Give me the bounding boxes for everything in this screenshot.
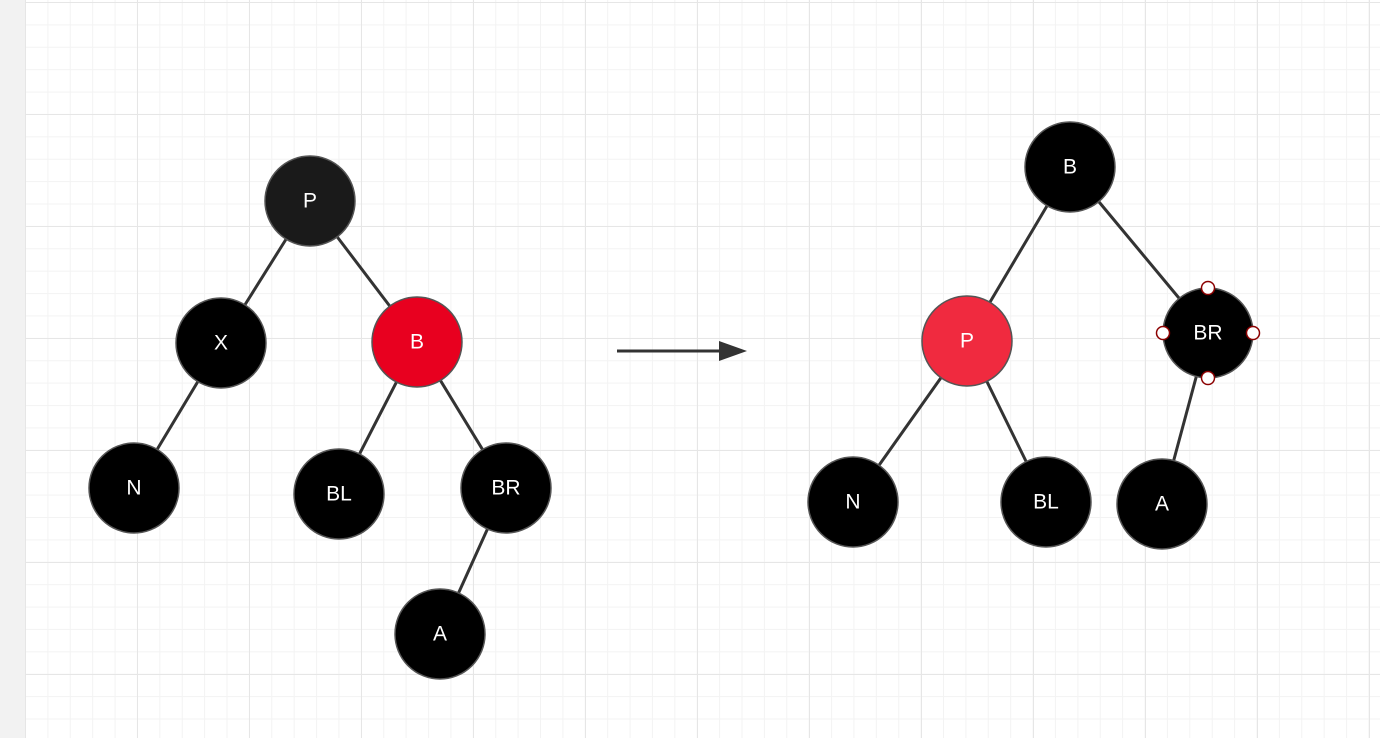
before-node-a[interactable]: A: [394, 588, 486, 680]
before-node-n[interactable]: N: [88, 442, 180, 534]
before-node-br-label: BR: [491, 477, 520, 500]
before-node-a-label: A: [433, 623, 447, 646]
diagram-canvas[interactable]: P X B N BL BR A B P BR N BL A: [25, 0, 1380, 738]
before-node-x-circle: [175, 297, 267, 389]
after-node-n-circle: [807, 456, 899, 548]
before-edge-br-a[interactable]: [457, 528, 489, 594]
after-node-p-circle: [921, 295, 1013, 387]
selection-handle-left[interactable]: [1155, 325, 1171, 341]
after-edge-br-a[interactable]: [1172, 376, 1198, 461]
after-node-b-label: B: [1063, 156, 1077, 179]
after-edge-p-bl[interactable]: [985, 380, 1028, 463]
before-node-x[interactable]: X: [175, 297, 267, 389]
after-node-b-circle: [1024, 121, 1116, 213]
before-node-bl-circle: [293, 448, 385, 540]
after-edge-p-n[interactable]: [877, 376, 943, 467]
before-edge-x-n[interactable]: [155, 380, 200, 451]
before-node-bl-label: BL: [326, 483, 352, 506]
before-edge-p-b[interactable]: [336, 235, 391, 308]
after-node-a-circle: [1116, 458, 1208, 550]
after-node-n-label: N: [845, 491, 860, 514]
selection-handle-top[interactable]: [1200, 280, 1216, 296]
after-node-p[interactable]: P: [921, 295, 1013, 387]
after-node-bl-circle: [1000, 456, 1092, 548]
after-node-bl-label: BL: [1033, 491, 1059, 514]
before-node-bl[interactable]: BL: [293, 448, 385, 540]
before-node-n-circle: [88, 442, 180, 534]
before-edge-b-bl[interactable]: [358, 381, 398, 455]
before-node-b-label: B: [410, 331, 424, 354]
selection-handle-right[interactable]: [1245, 325, 1261, 341]
nodes-layer: P X B N BL BR A B P BR N BL A: [88, 121, 1261, 680]
after-edge-b-p[interactable]: [988, 204, 1049, 304]
before-edge-b-br[interactable]: [439, 379, 484, 451]
after-node-br-label: BR: [1193, 322, 1222, 345]
after-node-br[interactable]: BR: [1155, 280, 1261, 386]
after-node-b[interactable]: B: [1024, 121, 1116, 213]
before-edge-p-x[interactable]: [243, 238, 288, 306]
before-node-b[interactable]: B: [371, 296, 463, 388]
before-node-p-circle: [264, 155, 356, 247]
before-node-br[interactable]: BR: [460, 442, 552, 534]
after-node-p-label: P: [960, 330, 974, 353]
before-node-p[interactable]: P: [264, 155, 356, 247]
before-node-x-label: X: [214, 332, 228, 355]
right-arrow-icon: [617, 341, 747, 361]
before-node-br-circle: [460, 442, 552, 534]
before-node-b-circle: [371, 296, 463, 388]
before-node-a-circle: [394, 588, 486, 680]
after-node-bl[interactable]: BL: [1000, 456, 1092, 548]
edges-layer: [155, 200, 1198, 594]
after-edge-b-br[interactable]: [1097, 200, 1181, 300]
red-black-tree-diagram: P X B N BL BR A B P BR N BL A: [88, 121, 1261, 680]
before-node-n-label: N: [126, 477, 141, 500]
after-node-a-label: A: [1155, 493, 1169, 516]
after-node-a[interactable]: A: [1116, 458, 1208, 550]
after-node-n[interactable]: N: [807, 456, 899, 548]
before-node-p-label: P: [303, 190, 317, 213]
selection-handle-bottom[interactable]: [1200, 370, 1216, 386]
